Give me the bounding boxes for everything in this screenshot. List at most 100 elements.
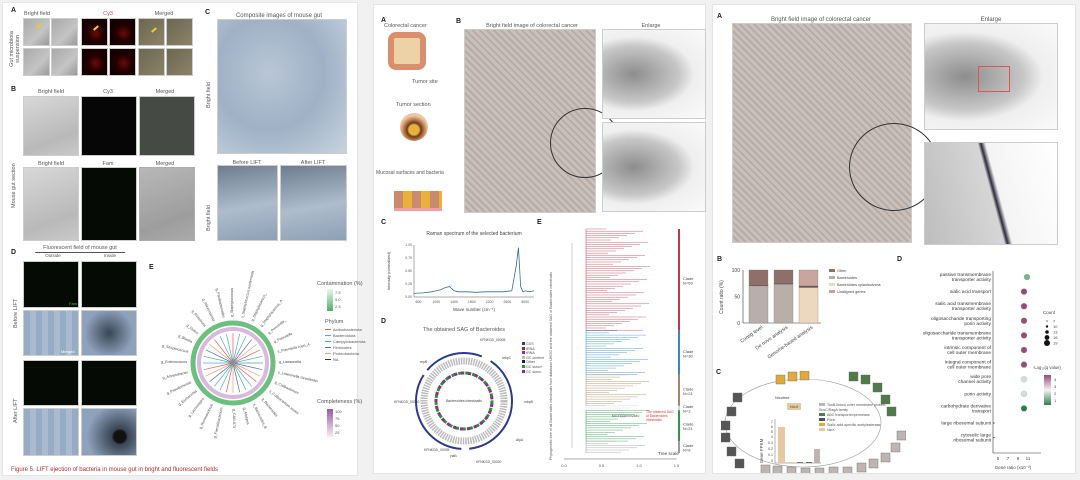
panel-label-c: C — [716, 369, 722, 376]
tick: 50 — [335, 423, 340, 428]
gene-label: KFNKGD_00035 — [424, 448, 450, 452]
after-lift-image — [280, 165, 347, 241]
color-legend-title: -Log₁₀(q value) — [1033, 365, 1061, 370]
color-legend-tick: 2 — [1054, 391, 1057, 396]
legend-label: NA — [333, 357, 339, 362]
tumor-section-illustration — [400, 113, 428, 141]
legend-label: Sialic acid-specific acetylesterase — [827, 423, 881, 427]
dot — [1020, 303, 1028, 310]
term-label: intrinsic component of — [944, 345, 991, 351]
sag-legend-item: Other — [522, 360, 544, 365]
term-label: carbohydrate derivative — [941, 403, 991, 409]
merged-tag: Merged — [61, 349, 75, 354]
taxon-label: g_Ruminococcus — [198, 403, 214, 430]
micrograph — [23, 167, 79, 241]
tree-branch — [232, 362, 247, 391]
gene-box — [799, 371, 810, 381]
taxon-label: g_Alistipes — [242, 407, 250, 425]
legend-label: GC skew- — [526, 369, 542, 374]
tree-branch — [203, 362, 234, 371]
gene-box — [772, 465, 783, 473]
panel-label-c: C — [205, 9, 211, 16]
raman-spectrum-chart: Raman spectrum of the selected bacterium… — [386, 231, 535, 312]
term-label: large ribosomal subunit — [941, 421, 991, 427]
count-legend-label: 10 — [1053, 324, 1058, 329]
tumor-section-label: Tumor section — [396, 102, 431, 108]
term-label: transport — [972, 408, 992, 414]
tree-branch — [232, 362, 261, 377]
tree-branch — [232, 349, 261, 364]
taxon-label: g_Enterococcus — [161, 360, 187, 364]
sag-legend-item: tRNA — [522, 346, 544, 352]
legend-swatch — [819, 418, 825, 421]
legend-label: TonB-linked outer membrane protein, SusC… — [819, 403, 887, 412]
scale-tick: 0.5 — [599, 463, 605, 468]
count-legend-label: 19 — [1053, 341, 1058, 346]
nicx-box — [787, 403, 801, 410]
legend-swatch — [819, 428, 825, 431]
term-label: sialic acid transport — [950, 289, 992, 295]
enlarged-image — [924, 23, 1058, 130]
clade-label: Clade — [683, 276, 694, 281]
legend-swatch — [819, 403, 825, 406]
micrograph — [51, 18, 78, 46]
genome-name: Bacteroides intestinalis — [446, 399, 482, 403]
sag-legend-item: rRNA — [522, 351, 544, 356]
sag-legend-item: CDS — [522, 342, 544, 347]
fam-image — [23, 261, 79, 308]
inset-bar — [778, 427, 785, 463]
term-label: ribosomal subunit — [953, 438, 991, 444]
gene-box — [890, 442, 901, 453]
clade-label: Clade — [683, 443, 694, 448]
count-legend-label: 16 — [1053, 335, 1058, 340]
inset-bar — [797, 462, 803, 463]
cds-ring — [415, 352, 513, 450]
completeness-colorbar — [327, 409, 333, 437]
taxon-label: g_Blautia — [178, 334, 193, 344]
legend-swatch — [522, 342, 525, 345]
enlarged-image — [602, 122, 706, 212]
panel-label-b: B — [456, 18, 462, 25]
clade-label: Clade — [683, 386, 694, 391]
gene-box — [814, 467, 825, 473]
term-label: oligosaccharide transporting — [931, 316, 991, 322]
clade-count: N=30 — [683, 353, 693, 358]
gc-content-ring — [420, 357, 508, 445]
phylum-legend-item: Firmicutes — [325, 345, 365, 351]
legend-label: Bacteroides — [837, 276, 857, 280]
legend-swatch — [325, 359, 331, 361]
count-legend-title: Count — [1043, 310, 1056, 315]
term-label: porin activity — [964, 391, 991, 397]
highlight-note-line: intestinalis — [646, 418, 662, 422]
mucosal-label: Mucosal surfaces and bacteria — [376, 170, 444, 176]
enlarged-image — [924, 142, 1058, 245]
dot — [1020, 346, 1028, 354]
nicx-label: NicX — [790, 404, 799, 409]
gene-box — [787, 371, 798, 382]
term-label: cell outer membrane — [947, 350, 991, 356]
intestine-illustration — [388, 32, 426, 70]
header-after-lift: After LIFT — [300, 160, 326, 166]
panel-label-a: A — [11, 7, 17, 14]
tree-branch — [232, 339, 252, 364]
sag-legend-item: GC skew+ — [522, 364, 544, 370]
gene-box — [721, 420, 731, 431]
legend-swatch — [325, 341, 331, 343]
panel-label-b: B — [717, 256, 722, 263]
term-label: channel activity — [958, 379, 991, 385]
clade-bar — [678, 330, 680, 375]
inset-bar — [814, 449, 820, 463]
term-label: oligosaccharide transmembrane — [923, 330, 992, 336]
composite-title: Composite images of mouse gut — [235, 13, 323, 19]
merged-image — [81, 310, 137, 356]
taxon-label: g_Bacteroides — [261, 397, 279, 418]
gene-label: mbpC — [502, 356, 512, 360]
dot — [1020, 361, 1028, 368]
x-tick-label: 11 — [1026, 456, 1031, 461]
micrograph — [23, 18, 50, 46]
header-bright-field: Bright field — [24, 11, 50, 17]
term-label: wide pore — [970, 374, 991, 380]
legend-label: Proteobacteria — [333, 351, 360, 356]
phylum-legend-title: Phylum — [325, 319, 344, 325]
